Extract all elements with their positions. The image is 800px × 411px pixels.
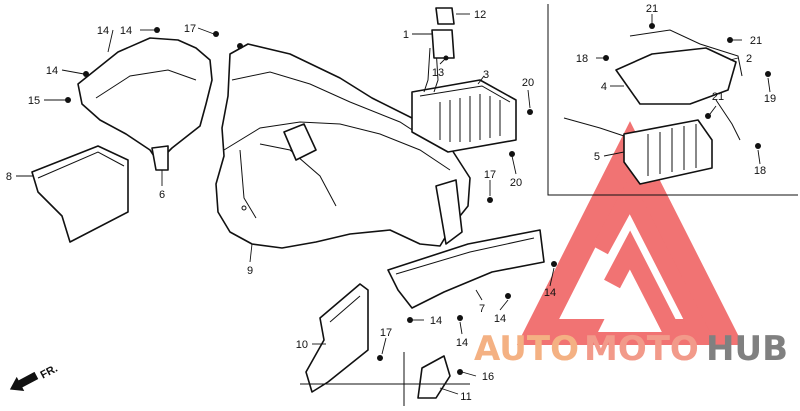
- callout-17-c: 17: [380, 327, 392, 339]
- bracket-fine-print: [300, 352, 470, 406]
- callout-19: 19: [764, 93, 776, 105]
- watermark-logo: [516, 121, 744, 345]
- front-arrow-label: FR.: [38, 363, 59, 382]
- inset-frame: [547, 4, 798, 196]
- callout-8: 8: [6, 171, 12, 183]
- callout-14-c: 14: [46, 65, 58, 77]
- callout-10: 10: [296, 339, 308, 351]
- part-3-regulator: [411, 47, 517, 153]
- callout-3: 3: [483, 69, 489, 81]
- callout-14-a: 14: [97, 25, 109, 37]
- callout-6: 6: [159, 189, 165, 201]
- leader-lines: [16, 13, 771, 395]
- part-11-bracket: [417, 355, 451, 399]
- callout-21-c: 21: [712, 91, 724, 103]
- fasteners: [65, 23, 771, 375]
- callout-labels: 1 2 3 4 5 6 7 8 9 10 11 12 13 14 14 14 1…: [6, 3, 776, 403]
- callout-14-f: 14: [430, 315, 442, 327]
- callout-18-a: 18: [576, 53, 588, 65]
- callout-14-d: 14: [544, 287, 556, 299]
- callout-14-b: 14: [120, 25, 132, 37]
- part-6-cover: [77, 37, 213, 171]
- part-4-inset-bracket: [615, 29, 743, 141]
- callout-11: 11: [460, 391, 471, 403]
- callout-15: 15: [28, 95, 40, 107]
- watermark-text: AUTO MOTO HUB: [474, 329, 788, 369]
- watermark-hub: HUB: [706, 329, 788, 369]
- watermark-moto: MOTO: [584, 329, 699, 369]
- callout-12: 12: [474, 9, 486, 21]
- callout-16: 16: [482, 371, 494, 383]
- part-9-cowl: [215, 43, 471, 249]
- callout-20-a: 20: [522, 77, 534, 89]
- callout-9: 9: [247, 265, 253, 277]
- callout-2: 2: [746, 53, 752, 65]
- part-10-stay: [305, 283, 369, 393]
- callout-18-b: 18: [754, 165, 766, 177]
- callout-20-b: 20: [510, 177, 522, 189]
- callout-17-a: 17: [184, 23, 196, 35]
- callout-1: 1: [403, 29, 409, 41]
- callout-21-b: 21: [750, 35, 762, 47]
- callout-4: 4: [601, 81, 607, 93]
- callout-21-a: 21: [646, 3, 658, 15]
- callout-14-e: 14: [494, 313, 506, 325]
- callout-7: 7: [479, 303, 485, 315]
- front-arrow: FR.: [9, 363, 60, 391]
- part-7-bracket: [387, 229, 545, 309]
- part-5-inset-regulator: [563, 117, 713, 185]
- watermark-auto: AUTO: [474, 329, 579, 369]
- callout-14-g: 14: [456, 337, 468, 349]
- callout-13: 13: [432, 67, 444, 79]
- part-1-bracket: [431, 29, 455, 59]
- callout-5: 5: [594, 151, 600, 163]
- part-8-plate: [31, 145, 129, 243]
- part-12-clip: [435, 7, 455, 25]
- callout-17-b: 17: [484, 169, 496, 181]
